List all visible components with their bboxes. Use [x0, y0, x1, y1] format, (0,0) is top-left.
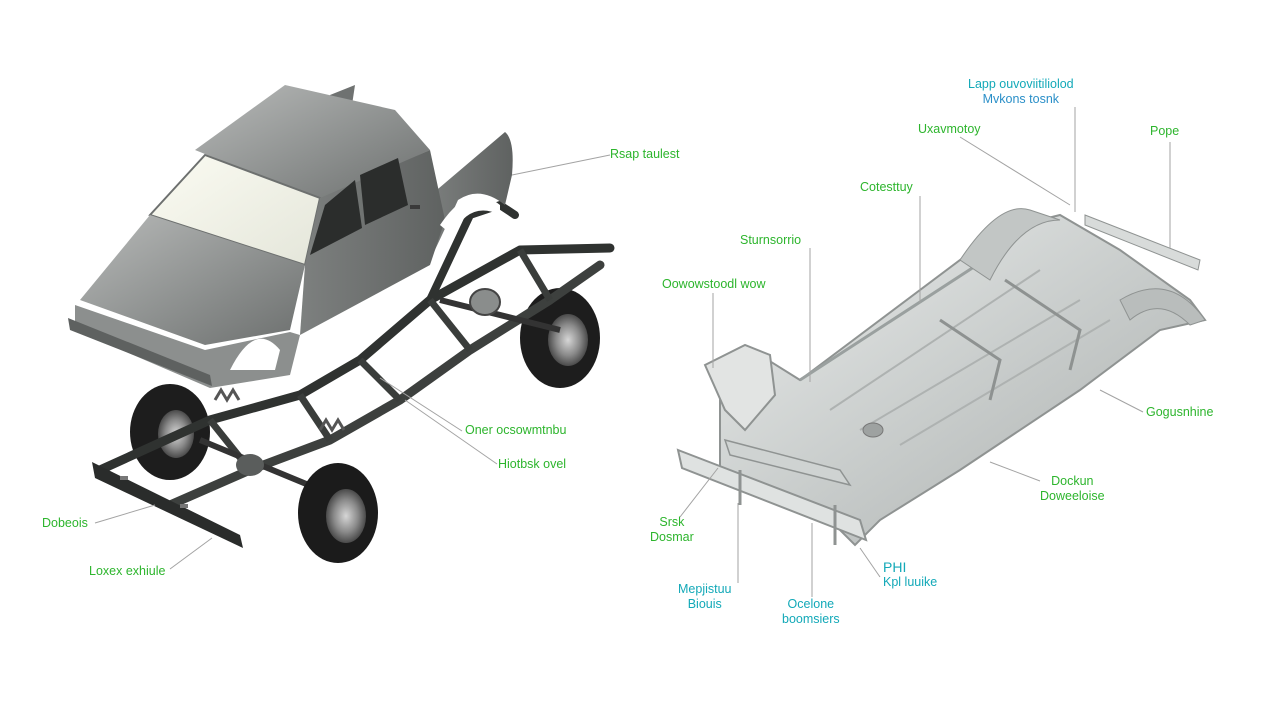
- label-phi: PHI Kpl luuike: [883, 560, 937, 590]
- label-dockun-line2: Doweeloise: [1040, 489, 1105, 503]
- label-bolster: Dobeois: [42, 516, 88, 530]
- label-gogusnhine: Gogusnhine: [1146, 405, 1214, 419]
- label-hitch-over: Hiotbsk ovel: [498, 457, 567, 471]
- label-ocelone-line2: boomsiers: [782, 612, 840, 626]
- label-rear-tailgate: Rsap taulest: [610, 147, 680, 161]
- label-mepistuu-line2: Biouis: [687, 597, 722, 611]
- unibody-floorpan: [676, 208, 1207, 547]
- label-outwoodwrow: Oowowstoodl wow: [662, 277, 766, 291]
- label-uxavmotoy: Uxavmotoy: [918, 122, 981, 136]
- label-phi-line1: PHI: [883, 559, 907, 575]
- label-mepistuu-line1: Mepjistuu: [678, 582, 732, 596]
- label-srsk-line2: Dosmar: [650, 530, 694, 544]
- label-cotestuy: Cotesttuy: [860, 180, 913, 194]
- label-lapp: Lapp ouvoviitiliolod Mvkons tosnk: [968, 77, 1074, 107]
- label-lapp-line1: Lapp ouvoviitiliolod: [968, 77, 1074, 91]
- label-ocelone-line1: Ocelone: [787, 597, 835, 611]
- label-phi-line2: Kpl luuike: [883, 575, 938, 589]
- label-mepistuu: Mepjistuu Biouis: [678, 582, 732, 612]
- ladder-frame: [92, 200, 615, 563]
- leader-lines: [94, 107, 1171, 597]
- label-lower-exhaust: Loxex exhiule: [89, 564, 166, 578]
- label-sturnsorrio: Sturnsorrio: [740, 233, 802, 247]
- label-dockun-line1: Dockun: [1051, 474, 1094, 488]
- pickup-body: [68, 85, 513, 388]
- label-over-crossmember: Oner ocsowmtnbu: [465, 423, 567, 437]
- label-ocelone: Ocelone boomsiers: [782, 597, 840, 627]
- label-dockun: Dockun Doweeloise: [1040, 474, 1105, 504]
- label-pope: Pope: [1150, 124, 1180, 138]
- label-srsk: Srsk Dosmar: [650, 515, 694, 545]
- label-srsk-line1: Srsk: [659, 515, 685, 529]
- label-lapp-line2: Mvkons tosnk: [982, 92, 1060, 106]
